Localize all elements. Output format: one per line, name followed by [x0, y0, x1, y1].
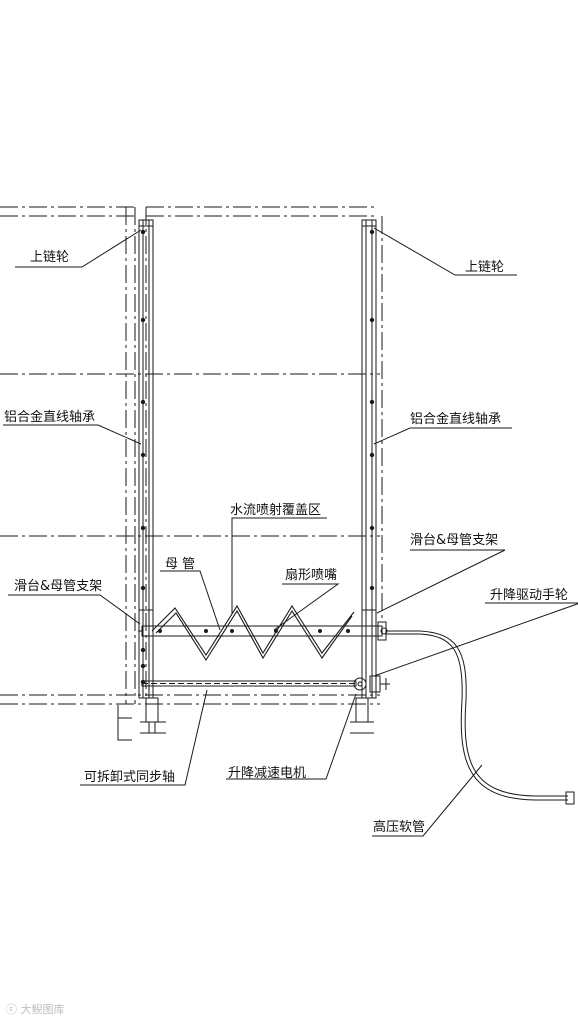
label-linear-bearing-right: 铝合金直线轴承 — [410, 412, 502, 427]
right-guide-column — [350, 219, 377, 734]
label-hose: 高压软管 — [373, 820, 426, 835]
boundary-lines — [0, 206, 380, 705]
label-spray-zone: 水流喷射覆盖区 — [230, 503, 322, 518]
left-guide-column — [117, 219, 166, 741]
label-linear-bearing-left: 铝合金直线轴承 — [4, 410, 96, 425]
label-slide-support-left: 滑台&母管支架 — [14, 579, 103, 594]
label-mother-pipe: 母 管 — [165, 557, 196, 572]
vertical-center-lines — [125, 207, 383, 704]
label-motor: 升降减速电机 — [228, 766, 307, 781]
label-handwheel: 升降驱动手轮 — [490, 588, 569, 603]
leader-lines — [3, 227, 578, 837]
label-sync-shaft: 可拆卸式同步轴 — [84, 770, 176, 785]
high-pressure-hose — [386, 630, 575, 805]
label-fan-nozzle: 扇形喷嘴 — [285, 568, 338, 583]
label-upper-sprocket-left: 上链轮 — [30, 250, 70, 265]
label-upper-sprocket-right: 上链轮 — [465, 260, 505, 275]
label-slide-support-right: 滑台&母管支架 — [410, 533, 499, 548]
watermark-icon: ⓒ — [6, 1003, 17, 1016]
sync-shaft — [141, 680, 357, 687]
watermark-text: 大鲵图库 — [20, 1003, 65, 1016]
spray-arms — [151, 604, 355, 662]
watermark: ⓒ 大鲵图库 — [6, 1001, 65, 1017]
